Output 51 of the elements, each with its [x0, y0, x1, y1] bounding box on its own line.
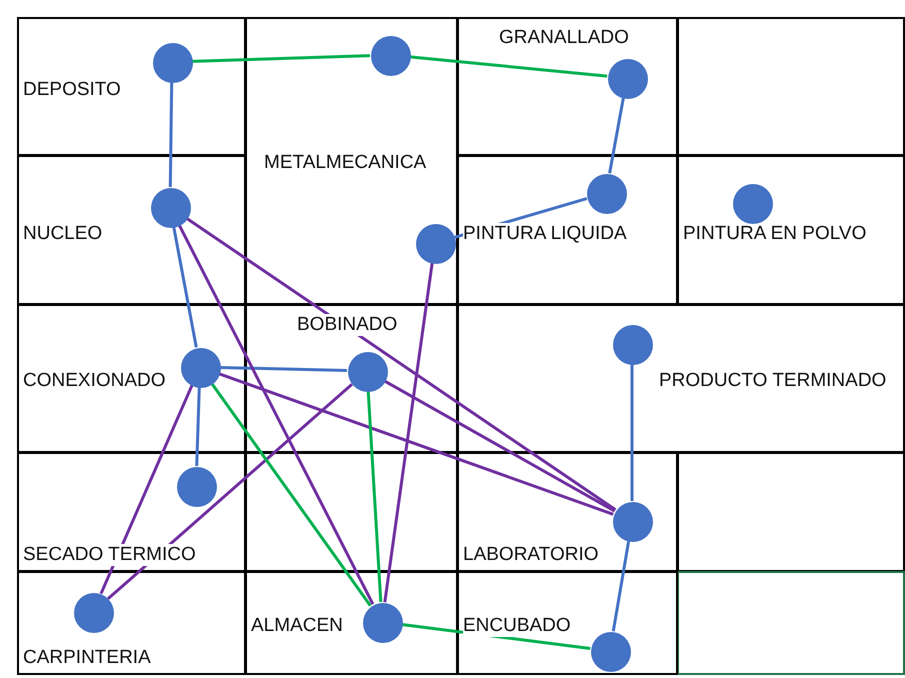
- connector-line: [100, 384, 194, 594]
- circle-marker: [416, 224, 456, 264]
- circle-marker: [181, 348, 221, 388]
- connector-line: [192, 54, 370, 63]
- department-cell: [245, 571, 458, 675]
- department-cell: [245, 304, 458, 453]
- circle-marker: [608, 59, 648, 99]
- department-cell: [245, 17, 458, 305]
- connector-line: [195, 386, 201, 466]
- department-cell: [457, 155, 678, 305]
- connector-line: [107, 383, 353, 600]
- department-cell: [457, 304, 905, 453]
- circle-marker: [348, 352, 388, 392]
- circle-marker: [177, 467, 217, 507]
- department-name: SECADO TERMICO: [23, 544, 196, 566]
- circle-marker: [371, 36, 411, 76]
- connector-line: [218, 372, 614, 516]
- connector-line: [186, 216, 616, 512]
- department-cell: [17, 17, 246, 156]
- circle-marker: [363, 603, 403, 643]
- connector-line: [172, 226, 198, 348]
- circle-marker: [74, 593, 114, 633]
- connector-line: [366, 390, 382, 602]
- connector-line: [168, 82, 174, 188]
- connector-line: [410, 55, 608, 78]
- department-cell: [17, 155, 246, 305]
- connector-line: [220, 366, 348, 372]
- circle-marker: [587, 174, 627, 214]
- circle-marker: [153, 43, 193, 83]
- department-cell: [457, 17, 678, 156]
- circle-marker: [733, 184, 773, 224]
- connector-line: [630, 364, 634, 501]
- department-cell: [17, 571, 246, 675]
- circle-marker: [591, 632, 631, 672]
- department-cell: [457, 452, 678, 572]
- department-cell: [457, 571, 678, 675]
- connector-line: [383, 262, 434, 602]
- circle-marker: [613, 325, 653, 365]
- connector-line: [608, 97, 625, 174]
- department-name: BOBINADO: [297, 314, 398, 336]
- department-cell: [677, 155, 905, 305]
- connector-line: [612, 540, 630, 632]
- connector-line: [178, 224, 374, 605]
- department-cell: [17, 452, 246, 572]
- circle-marker: [151, 188, 191, 228]
- department-name: PINTURA LIQUIDA: [463, 223, 627, 245]
- department-cell: [17, 304, 246, 453]
- connector-line: [384, 380, 616, 512]
- circle-marker: [613, 502, 653, 542]
- connector-line: [210, 382, 372, 607]
- department-name: ENCUBADO: [463, 615, 571, 637]
